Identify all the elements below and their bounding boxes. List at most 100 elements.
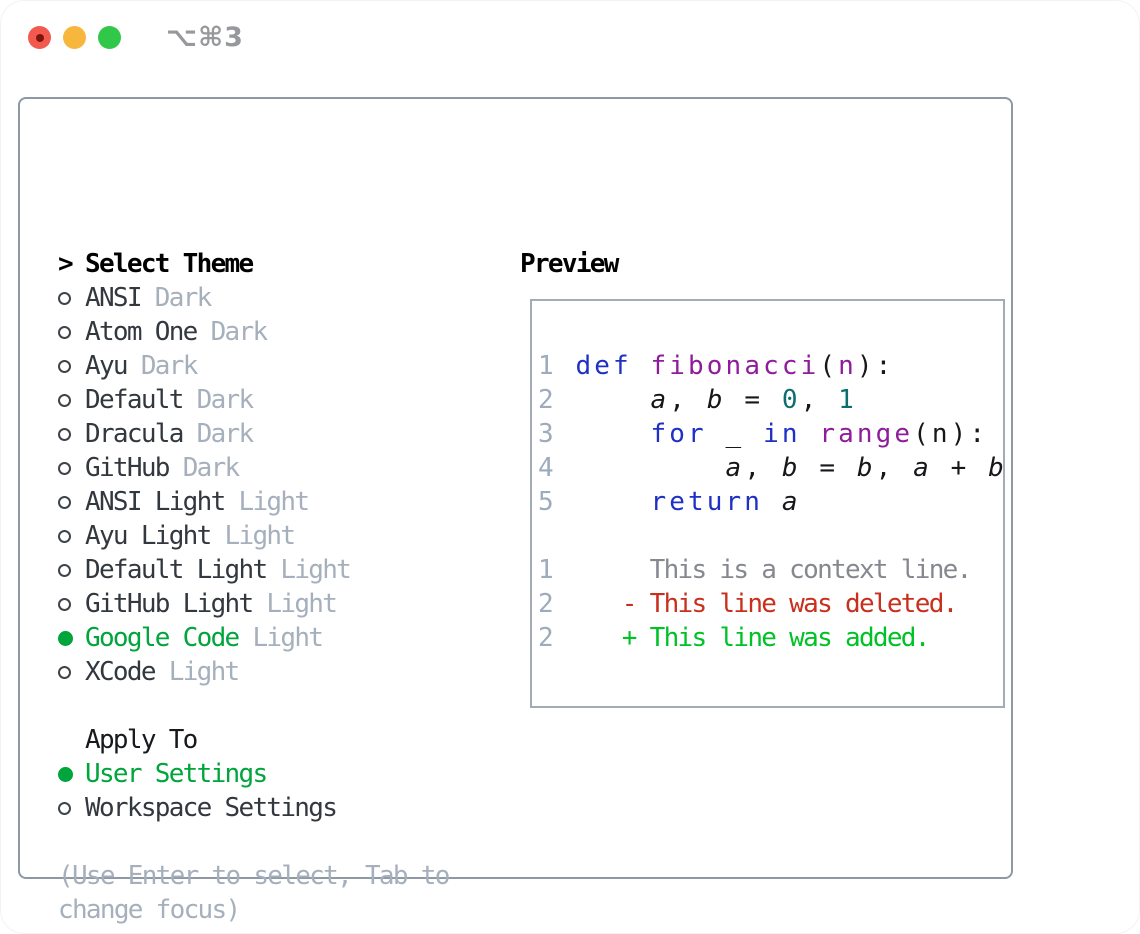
line-number: 4 xyxy=(538,453,576,483)
code-token: _ xyxy=(706,419,764,449)
theme-variant: Light xyxy=(266,555,351,585)
radio-mark xyxy=(58,495,85,509)
theme-item[interactable]: Google Code Light xyxy=(58,621,449,655)
code-line: 1 def fibonacci(n): xyxy=(538,349,1007,383)
code-token: range xyxy=(819,419,914,449)
diff-text: + This line was added. xyxy=(621,623,931,653)
code-token: a xyxy=(650,385,670,415)
line-number: 3 xyxy=(538,419,576,449)
radio-mark xyxy=(58,461,85,475)
code-line: 4 a, b = b, a + b xyxy=(538,451,1007,485)
theme-item[interactable]: Ayu Light Light xyxy=(58,519,449,553)
minimize-button[interactable] xyxy=(63,26,86,49)
theme-item[interactable]: GitHub Light Light xyxy=(58,587,449,621)
theme-variant: Light xyxy=(224,487,310,517)
radio-icon xyxy=(58,461,71,475)
line-number: 1 xyxy=(538,351,576,381)
diff-preview: 1 This is a context line.2 - This line w… xyxy=(538,553,973,655)
code-token: , xyxy=(875,453,914,483)
diff-line: 2 - This line was deleted. xyxy=(538,587,971,621)
code-token: a xyxy=(725,453,745,483)
selected-radio-mark xyxy=(58,630,85,646)
theme-name: Ayu Light xyxy=(85,521,212,551)
diff-line: 2 + This line was added. xyxy=(538,621,971,655)
hint-line-1: (Use Enter to select, Tab to xyxy=(58,861,450,891)
diff-text: - This line was deleted. xyxy=(621,589,959,619)
code-token xyxy=(632,351,651,381)
code-line: 5 return a xyxy=(538,485,1007,519)
theme-name: Dracula xyxy=(85,419,184,449)
code-token: b xyxy=(781,453,801,483)
code-line: 3 for _ in range(n): xyxy=(538,417,1007,451)
theme-item[interactable]: ANSI Dark xyxy=(58,281,449,315)
theme-item[interactable]: GitHub Dark xyxy=(58,451,449,485)
code-token: fibonacci xyxy=(650,351,820,381)
unsaved-dot-icon xyxy=(35,33,44,42)
code-token: in xyxy=(763,419,801,449)
radio-icon xyxy=(58,393,71,407)
line-number: 2 xyxy=(538,385,576,415)
apply-option-label: User Settings xyxy=(85,759,268,789)
radio-mark xyxy=(58,529,85,543)
code-token: def xyxy=(575,351,632,381)
theme-variant: Light xyxy=(238,623,323,653)
radio-mark xyxy=(58,597,85,611)
theme-item[interactable]: Ayu Dark xyxy=(58,349,449,383)
theme-variant: Light xyxy=(210,521,296,551)
titlebar: ⌥⌘3 xyxy=(0,0,1140,74)
code-token: 1 xyxy=(838,385,857,415)
radio-icon xyxy=(58,801,71,815)
radio-icon xyxy=(58,325,71,339)
radio-icon xyxy=(58,427,71,441)
theme-item[interactable]: ANSI Light Light xyxy=(58,485,449,519)
line-number: 2 xyxy=(538,623,622,653)
theme-item[interactable]: Default Dark xyxy=(58,383,449,417)
radio-mark xyxy=(58,359,85,373)
apply-to-header: Apply To xyxy=(58,723,449,757)
radio-selected-icon xyxy=(58,766,73,782)
theme-variant: Light xyxy=(252,589,337,619)
hint-text: (Use Enter to select, Tab to change focu… xyxy=(58,859,450,927)
apply-option[interactable]: Workspace Settings xyxy=(58,791,449,825)
theme-item[interactable]: Dracula Dark xyxy=(58,417,449,451)
code-token: + xyxy=(931,453,989,483)
code-token xyxy=(576,453,726,483)
theme-item[interactable]: XCode Light xyxy=(58,655,449,689)
theme-name: Default xyxy=(85,385,184,415)
radio-icon xyxy=(58,359,71,373)
zoom-button[interactable] xyxy=(98,26,121,49)
diff-text: This is a context line. xyxy=(621,555,973,585)
diff-line: 1 This is a context line. xyxy=(538,553,973,587)
theme-name: XCode xyxy=(85,657,156,687)
code-token: 0 xyxy=(781,385,801,415)
theme-name: Atom One xyxy=(85,317,198,347)
code-token xyxy=(801,419,820,449)
apply-option-label: Workspace Settings xyxy=(85,793,338,823)
theme-variant: Light xyxy=(154,657,240,687)
apply-to-title: Apply To xyxy=(85,725,198,755)
code-token: a xyxy=(913,453,932,483)
theme-item[interactable]: Default Light Light xyxy=(58,553,449,587)
theme-variant: Dark xyxy=(126,351,199,381)
window-title: ⌥⌘3 xyxy=(166,22,244,53)
theme-item[interactable]: Atom One Dark xyxy=(58,315,449,349)
preview-title: Preview xyxy=(520,249,619,279)
code-token: , xyxy=(669,385,707,415)
code-token: ( xyxy=(819,351,839,381)
code-token: return xyxy=(650,487,764,517)
apply-option[interactable]: User Settings xyxy=(58,757,449,791)
theme-variant: Dark xyxy=(168,453,241,483)
code-token: for xyxy=(650,419,707,449)
radio-icon xyxy=(58,563,71,577)
code-token: b xyxy=(706,385,726,415)
close-button[interactable] xyxy=(28,26,51,49)
radio-mark xyxy=(58,563,85,577)
radio-mark xyxy=(58,801,85,815)
cursor-icon: > xyxy=(58,249,74,279)
line-number: 1 xyxy=(538,555,622,585)
theme-name: GitHub xyxy=(85,453,170,483)
code-token: n xyxy=(838,351,857,381)
